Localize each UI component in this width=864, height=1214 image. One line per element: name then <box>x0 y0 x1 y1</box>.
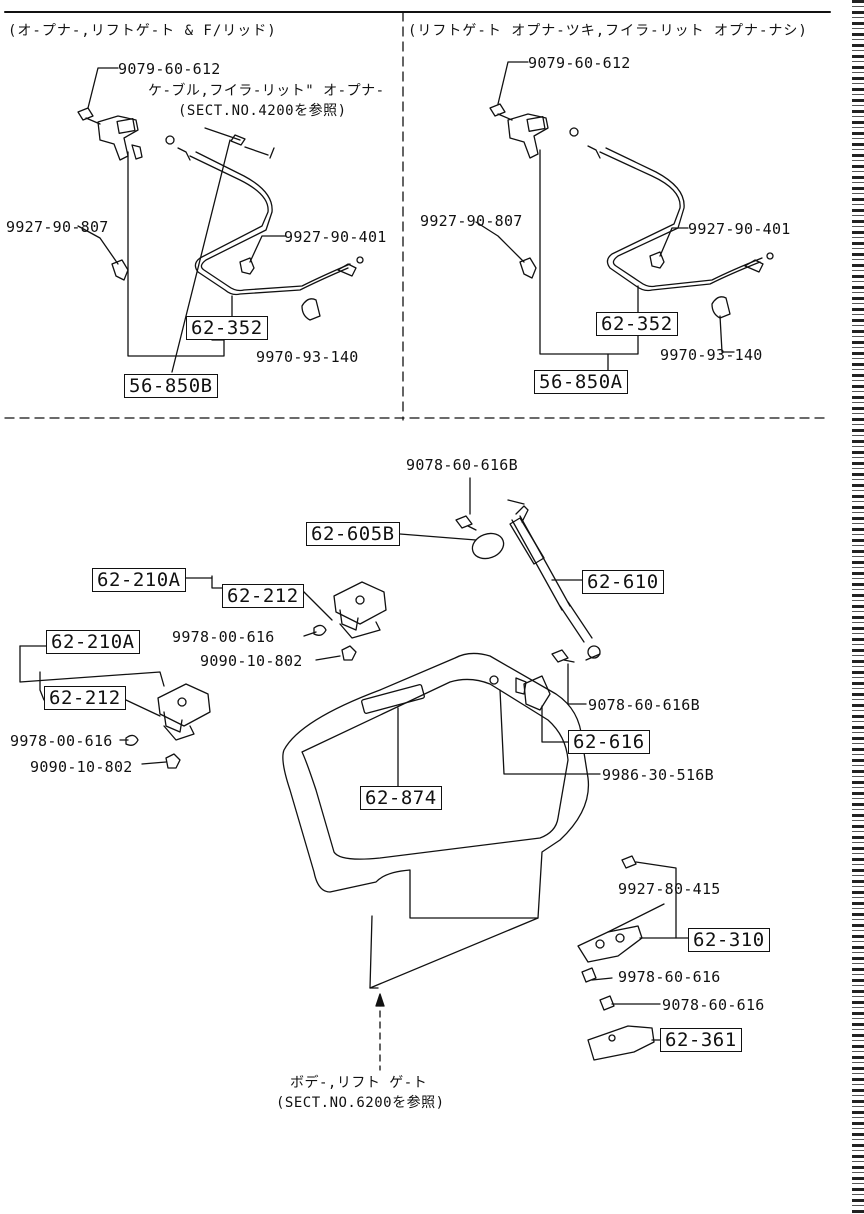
b-bolt-top-label: 9078-60-616B <box>406 456 518 474</box>
b-hinge-asm-1-box: 62-210A <box>92 568 186 592</box>
b-nut-2-label: 9090-10-802 <box>30 758 133 776</box>
b-lock-box: 62-310 <box>688 928 770 952</box>
tr-clip-c-label: 9970-93-140 <box>660 346 763 364</box>
b-brake-lamp-box: 62-874 <box>360 786 442 810</box>
b-nut-1-label: 9090-10-802 <box>200 652 303 670</box>
b-hinge-1-box: 62-212 <box>222 584 304 608</box>
b-bolt-1-label: 9978-00-616 <box>172 628 275 646</box>
tl-cable-note-2: (SECT.NO.4200を参照) <box>178 103 347 119</box>
tl-cable-note-1: ケ-ブル,フイラ-リット" オ-プナ- <box>148 83 385 99</box>
tr-assembly-box: 56-850A <box>534 370 628 394</box>
b-bolt-lock-label: 9978-60-616 <box>618 968 721 986</box>
tl-clip-b-label: 9927-90-401 <box>284 228 387 246</box>
b-bracket-box: 62-616 <box>568 730 650 754</box>
tl-assembly-box: 56-850B <box>124 374 218 398</box>
b-bolt-damper-label: 9078-60-616B <box>588 696 700 714</box>
tr-clip-b-label: 9927-90-401 <box>688 220 791 238</box>
header-right: (リフトゲ-ト オプナ-ツキ,フイラ-リット オプナ-ナシ) <box>408 23 808 39</box>
b-hinge-asm-2-box: 62-210A <box>46 630 140 654</box>
scan-edge-texture <box>852 0 864 1214</box>
tr-cable-box: 62-352 <box>596 312 678 336</box>
tl-clip-c-label: 9970-93-140 <box>256 348 359 366</box>
b-damper-box: 62-610 <box>582 570 664 594</box>
b-cap-box: 62-605B <box>306 522 400 546</box>
b-body-note-2: (SECT.NO.6200を参照) <box>276 1095 445 1111</box>
b-hinge-2-box: 62-212 <box>44 686 126 710</box>
b-bolt-2-label: 9978-00-616 <box>10 732 113 750</box>
tl-bolt-label: 9079-60-612 <box>118 60 221 78</box>
b-screw-label: 9986-30-516B <box>602 766 714 784</box>
top-left-assembly <box>77 67 364 373</box>
b-body-note-1: ボデ-,リフト ゲ-ト <box>290 1075 428 1091</box>
header-left: (オ-プナ-,リフトゲ-ト & F/リッド) <box>8 23 277 39</box>
tr-bolt-label: 9079-60-612 <box>528 54 631 72</box>
tl-clip-a-label: 9927-90-807 <box>6 218 109 236</box>
bottom-assembly <box>19 477 689 1071</box>
top-right-assembly <box>475 61 774 373</box>
b-bolt-striker-label: 9078-60-616 <box>662 996 765 1014</box>
b-striker-box: 62-361 <box>660 1028 742 1052</box>
tl-cable-box: 62-352 <box>186 316 268 340</box>
tr-clip-a-label: 9927-90-807 <box>420 212 523 230</box>
b-clip-label: 9927-80-415 <box>618 880 721 898</box>
